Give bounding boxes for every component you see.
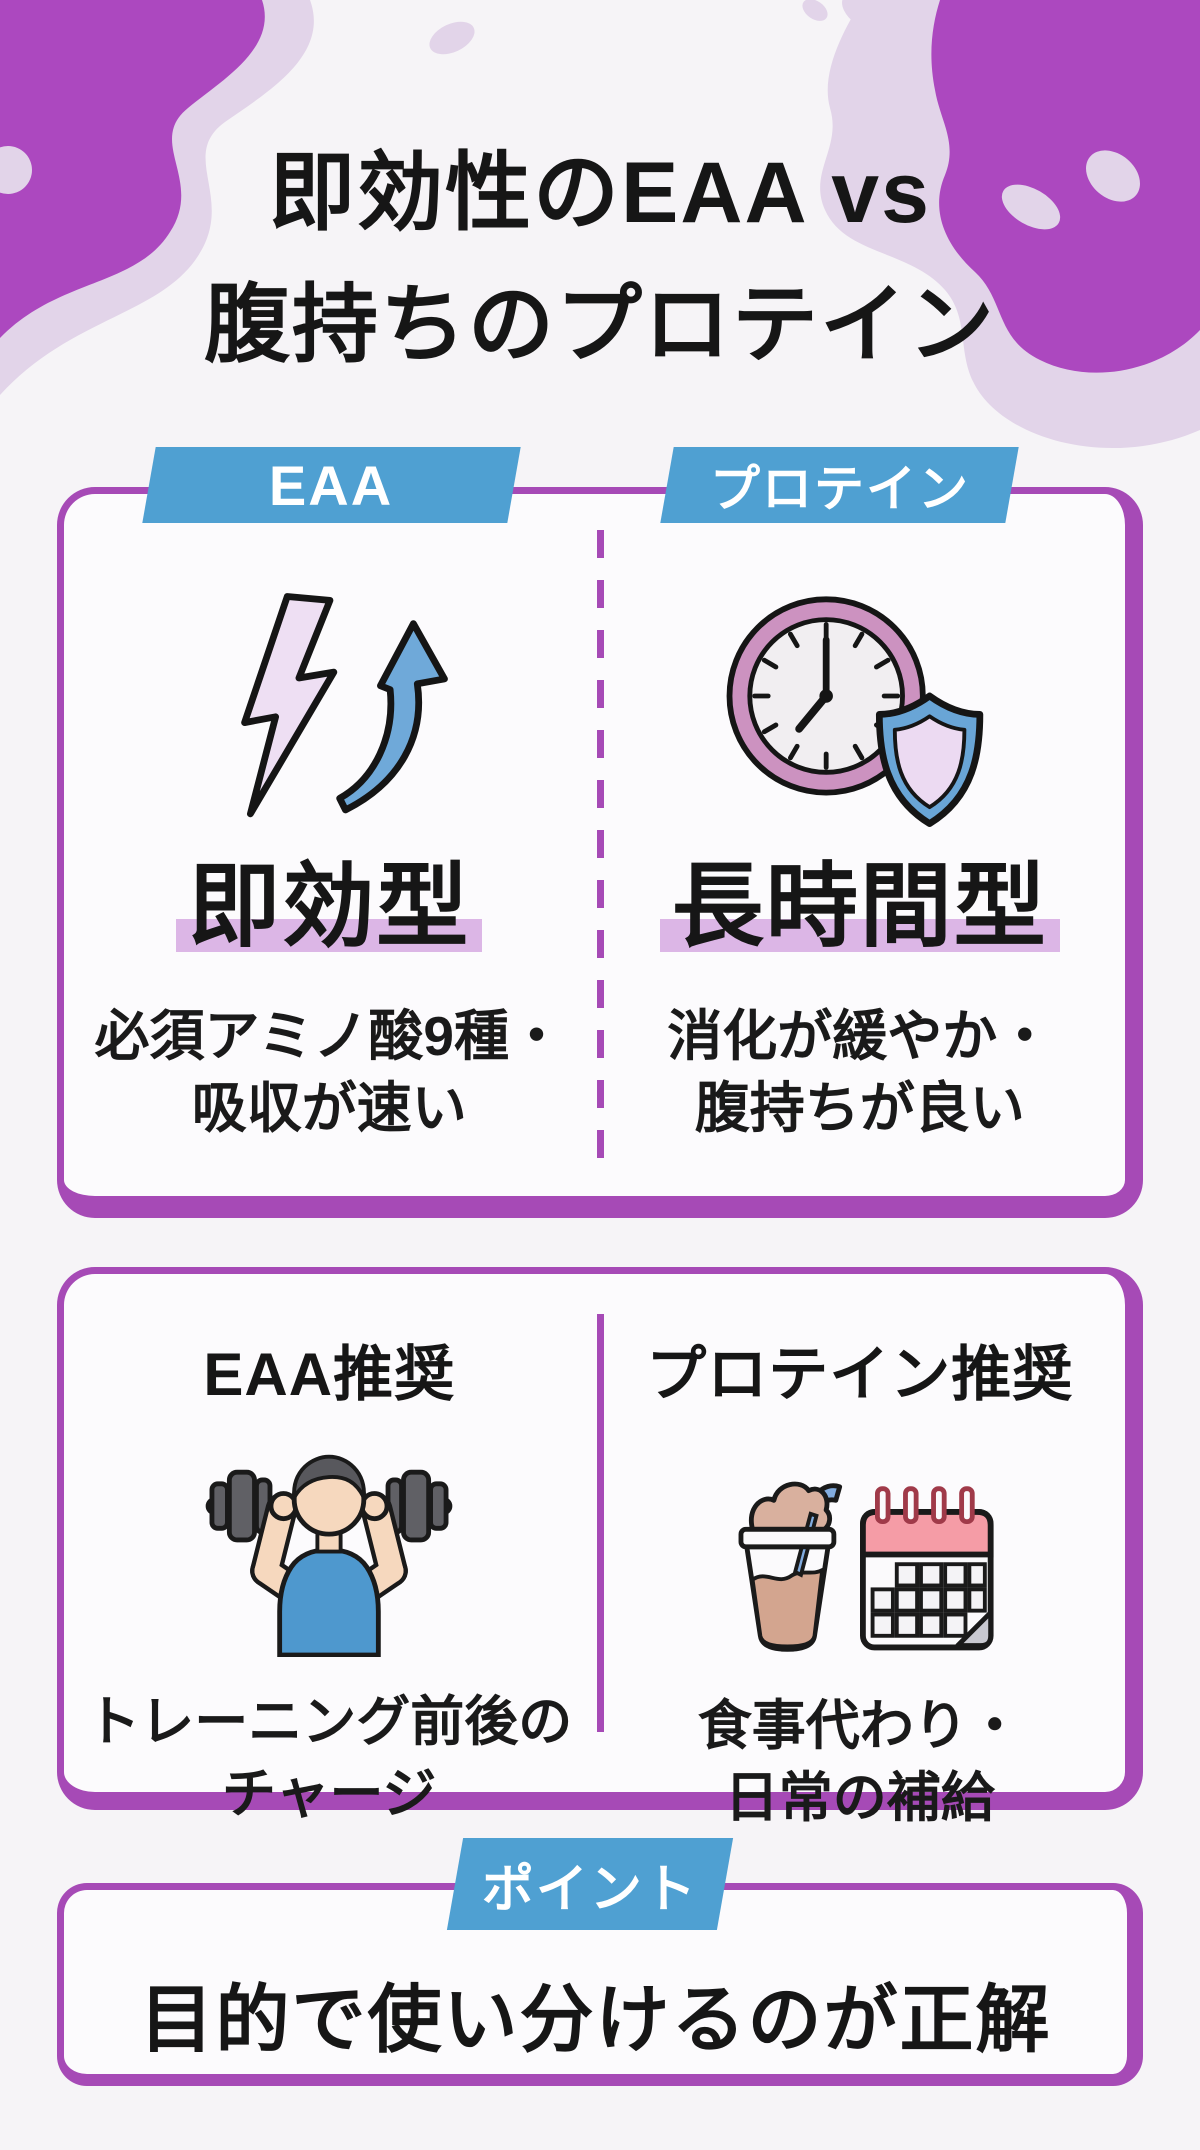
eaa-recommend-line2: チャージ — [222, 1763, 437, 1824]
tab-eaa-label: EAA — [269, 453, 394, 517]
eaa-recommend-heading: EAA推奨 — [203, 1341, 456, 1408]
fast-type-description: 必須アミノ酸9種・ 吸収が速い — [95, 1000, 565, 1145]
clock-shield-icon — [726, 595, 983, 827]
protein-shake-calendar-icon — [738, 1481, 994, 1652]
point-text: 目的で使い分けるのが正解 — [139, 1978, 1052, 2061]
long-desc-line1: 消化が緩やか・ — [667, 1004, 1053, 1067]
lightning-bolt-up-arrow-icon — [241, 592, 449, 817]
paint-blob-decoration — [0, 0, 1200, 449]
protein-recommend-line1: 食事代わり・ — [697, 1696, 1022, 1756]
tab-protein: プロテイン — [660, 447, 1019, 523]
point-badge: ポイント — [446, 1838, 734, 1930]
page-title: 即効性のEAA vs 腹持ちのプロテイン — [0, 128, 1200, 391]
long-type-description: 消化が緩やか・ 腹持ちが良い — [667, 1000, 1052, 1145]
point-card: ポイント 目的で使い分けるのが正解 — [57, 1838, 1143, 2086]
fast-desc-line1: 必須アミノ酸9種・ — [94, 1004, 565, 1067]
recommendation-card: EAA推奨 — [57, 1267, 1143, 1828]
page-title-line1: 即効性のEAA vs — [269, 145, 931, 241]
weightlifter-barbell-icon — [205, 1454, 453, 1657]
dashed-divider — [597, 530, 604, 1160]
comparison-right-column: 長時間型 消化が緩やか・ 腹持ちが良い — [595, 494, 1126, 1196]
page-title-line2: 腹持ちのプロテイン — [204, 276, 996, 373]
recommendation-left-column: EAA推奨 — [64, 1274, 595, 1824]
type-heading-long: 長時間型 — [659, 859, 1060, 956]
protein-recommend-heading: プロテイン推奨 — [646, 1341, 1074, 1408]
fast-desc-line2: 吸収が速い — [191, 1077, 467, 1140]
solid-divider — [597, 1314, 604, 1732]
type-heading-fast: 即効型 — [176, 859, 483, 956]
tab-eaa: EAA — [142, 447, 521, 523]
point-badge-label: ポイント — [481, 1860, 698, 1919]
eaa-recommend-description: トレーニング前後の チャージ — [86, 1687, 572, 1831]
protein-recommend-line2: 日常の補給 — [724, 1767, 995, 1828]
recommendation-right-column: プロテイン推奨 — [595, 1274, 1126, 1828]
tab-protein-label: プロテイン — [709, 461, 970, 517]
comparison-card: EAA プロテイン 即効型 必須アミノ酸9種・ 吸収が速い — [57, 447, 1143, 1218]
protein-recommend-description: 食事代わり・ 日常の補給 — [698, 1691, 1022, 1835]
long-desc-line2: 腹持ちが良い — [694, 1077, 1025, 1140]
comparison-left-column: 即効型 必須アミノ酸9種・ 吸収が速い — [64, 494, 595, 1196]
eaa-recommend-line1: トレーニング前後の — [86, 1692, 573, 1752]
